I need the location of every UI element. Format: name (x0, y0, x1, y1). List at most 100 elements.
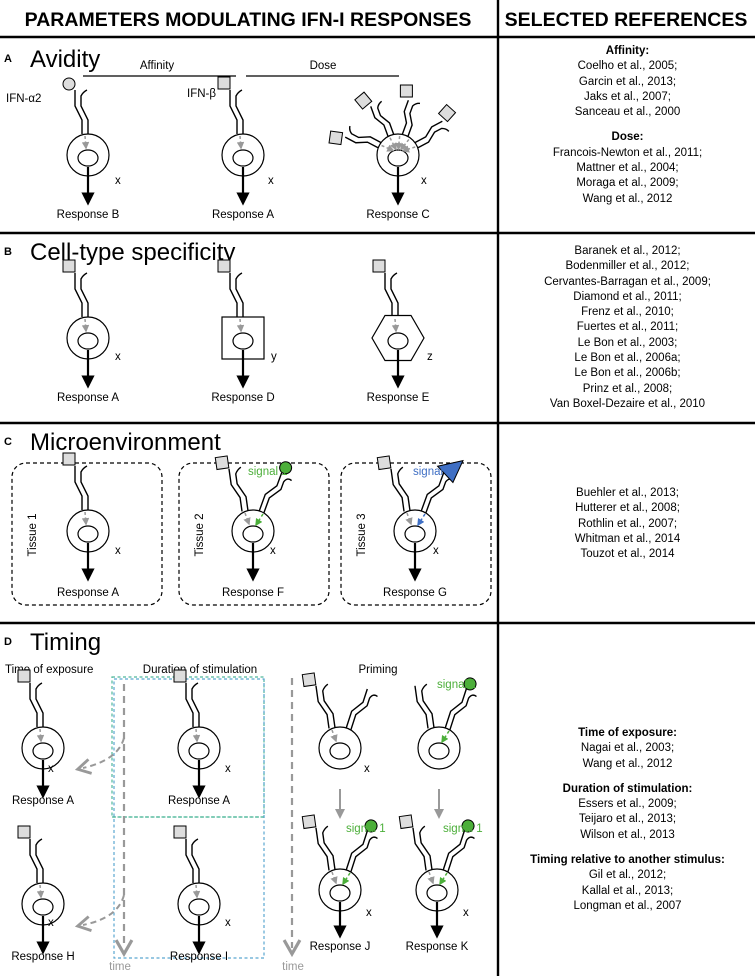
panel-a-title: Avidity (30, 46, 100, 73)
receptor (301, 672, 336, 729)
duration-of-stimulation-label: Duration of stimulation (143, 664, 257, 676)
ref-item: Coelho et al., 2005; (577, 60, 678, 73)
response-label: Response A (57, 587, 119, 599)
ifn-ligand-icon (173, 669, 187, 683)
panel-d-letter: D (4, 636, 12, 648)
affinity-label: Affinity (140, 60, 175, 72)
signal-arrow (36, 884, 45, 899)
ref-item: Touzot et al., 2014 (580, 548, 675, 561)
nucleus (232, 149, 254, 167)
signal-arrow (243, 512, 251, 526)
signal-arrow (81, 318, 90, 333)
cell-diagram (173, 825, 221, 955)
ref-item: Wilson et al., 2013 (580, 828, 675, 841)
panel-c-letter: C (4, 436, 12, 448)
ifn-ligand-icon (17, 669, 31, 683)
ref-item: Cervantes-Barragan et al., 2009; (544, 275, 711, 288)
nucleus (232, 332, 254, 350)
ref-item: Frenz et al., 2010; (581, 306, 674, 319)
ref-item: Nagai et al., 2003; (580, 742, 675, 755)
receptor (414, 683, 435, 729)
nucleus (242, 525, 264, 543)
signal-1-label: signal 1 (437, 679, 477, 691)
signal-arrow (236, 318, 245, 333)
cell-diagram (17, 825, 65, 955)
ref-item: Garcin et al., 2013; (578, 75, 677, 88)
signal-1-icon (364, 819, 378, 833)
response-label: Response I (170, 951, 228, 963)
nucleus (329, 884, 351, 902)
signal-arrow (330, 729, 338, 743)
response-label: Response D (211, 392, 274, 404)
signal-arrow (255, 513, 264, 527)
response-label: Response B (57, 209, 120, 221)
cell-diagram (328, 84, 457, 206)
receptor (301, 814, 336, 871)
ref-item: Mattner et al., 2004; (576, 162, 679, 175)
ref-item: Bodenmiller et al., 2012; (565, 260, 690, 273)
ifn-ligand-icon (328, 130, 344, 146)
ifn-ligand-icon (372, 259, 386, 273)
cell-diagram (17, 669, 65, 799)
signal-1-label: signal 1 (248, 466, 288, 478)
ref-item: Essers et al., 2009; (578, 798, 677, 811)
receptor (62, 259, 89, 317)
response-label: Response A (12, 795, 74, 807)
panel-c-title: Microenvironment (30, 429, 221, 456)
nucleus (387, 332, 409, 350)
panel-a-letter: A (4, 53, 12, 65)
receptor (17, 669, 44, 727)
cell-label: x (463, 907, 469, 919)
ref-item: Le Bon et al., 2006b; (574, 367, 681, 380)
ifn-ligand-icon (62, 452, 76, 466)
cell-membrane (371, 314, 425, 362)
ifn-ligand-icon (398, 814, 414, 830)
ref-heading: Timing relative to another stimulus: (530, 854, 725, 867)
signal-arrow (192, 728, 201, 743)
ifn-ligand-icon (376, 455, 392, 471)
receptor (217, 76, 244, 134)
signal-1-icon (463, 677, 477, 691)
time-label: time (282, 961, 304, 973)
signal-arrow (36, 728, 45, 743)
ifn-ligand-icon (62, 259, 76, 273)
nucleus (32, 898, 54, 916)
cell-diagram (301, 672, 378, 770)
cell-diagram (62, 259, 110, 389)
ref-item: Diamond et al., 2011; (573, 290, 682, 303)
ifn-ligand-icon (354, 91, 373, 110)
cell-label: x (48, 763, 54, 775)
signal-arrow (236, 135, 245, 150)
nucleus (77, 332, 99, 350)
nucleus (188, 898, 210, 916)
time-label: time (109, 961, 131, 973)
receptor (217, 259, 244, 317)
left-header-title: PARAMETERS MODULATING IFN-I RESPONSES (25, 9, 472, 31)
ref-item: Moraga et al., 2009; (576, 177, 679, 190)
ref-heading: Time of exposure: (578, 727, 677, 739)
nucleus (32, 742, 54, 760)
ref-item: Wang et al., 2012 (582, 757, 673, 770)
ref-item: Fuertes et al., 2011; (576, 321, 679, 334)
response-label: Response A (212, 209, 274, 221)
ref-heading: Duration of stimulation: (562, 782, 693, 795)
ifn-ligand-icon (173, 825, 187, 839)
receptor (17, 825, 44, 883)
cell-diagram (62, 452, 110, 582)
signal-receptor (345, 688, 378, 731)
receptor (398, 814, 433, 871)
exposure-arrow (74, 737, 125, 933)
signal-1-label: signal 1 (346, 823, 386, 835)
priming-arrow (335, 789, 444, 819)
cell-membrane (417, 726, 461, 770)
signal-arrow (399, 138, 410, 151)
signal-receptor (444, 677, 477, 731)
receptor (328, 125, 382, 149)
signal-arrow (192, 884, 201, 899)
cell-diagram (371, 259, 425, 389)
ifn-ligand-icon (62, 77, 76, 91)
ifn-ligand-icon (437, 103, 457, 123)
ifn-ligand-icon (301, 814, 317, 830)
signal-1-label: signal 1 (443, 823, 483, 835)
